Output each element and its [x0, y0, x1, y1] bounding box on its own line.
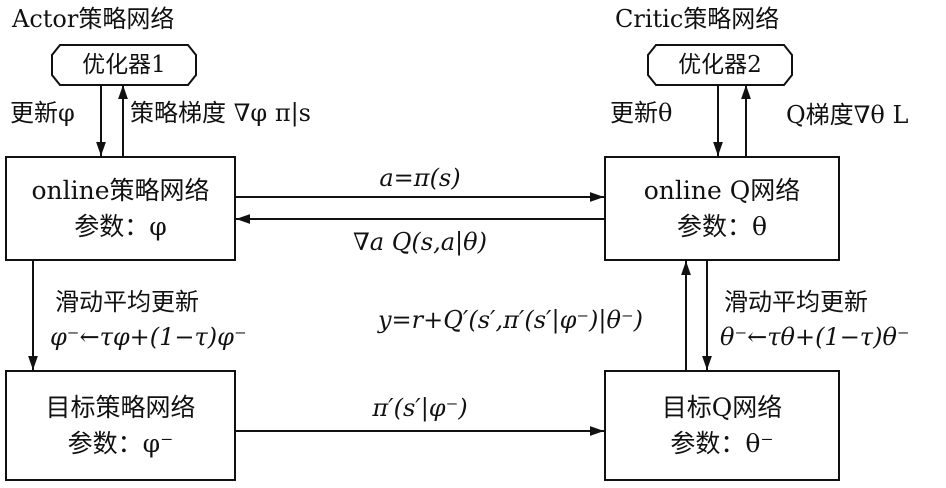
action-label: a=π(s) — [379, 164, 461, 192]
critic-title: Critic策略网络 — [615, 5, 780, 33]
target-policy-params: 参数：φ⁻ — [67, 429, 174, 458]
policy-gradient-label: 策略梯度 ∇φ π|s — [130, 99, 311, 127]
target-q-name: 目标Q网络 — [661, 393, 783, 422]
online-policy-network: online策略网络 参数：φ — [5, 156, 236, 261]
optimizer-1: 优化器1 — [82, 52, 166, 78]
target-q-params: 参数：θ⁻ — [670, 429, 774, 458]
target-policy-network: 目标策略网络 参数：φ⁻ — [5, 370, 236, 481]
target-y-label: y=r+Q′(s′,π′(s′|φ⁻)|θ⁻) — [378, 306, 643, 334]
online-q-name: online Q网络 — [643, 176, 801, 205]
online-policy-params: 参数：φ — [74, 212, 167, 241]
online-q-params: 参数：θ — [676, 212, 768, 241]
soft-update-policy-formula: φ⁻←τφ+(1−τ)φ⁻ — [50, 323, 247, 351]
optimizer-2-outline — [647, 44, 793, 86]
target-action-label: π′(s′|φ⁻) — [372, 394, 468, 422]
optimizer-1-outline — [51, 44, 197, 86]
soft-update-q-title: 滑动平均更新 — [724, 288, 868, 316]
update-theta-label: 更新θ — [610, 99, 673, 127]
actor-title: Actor策略网络 — [12, 5, 175, 33]
online-policy-name: online策略网络 — [31, 176, 210, 205]
soft-update-policy-title: 滑动平均更新 — [55, 288, 199, 316]
q-gradient-label: Q梯度∇θ L — [786, 101, 909, 129]
target-q-network: 目标Q网络 参数：θ⁻ — [604, 370, 840, 481]
target-policy-name: 目标策略网络 — [45, 393, 196, 422]
update-phi-label: 更新φ — [10, 99, 75, 127]
online-q-network: online Q网络 参数：θ — [604, 156, 840, 261]
optimizer-2: 优化器2 — [678, 52, 762, 78]
q-gradient-edge-label: ∇a Q(s,a|θ) — [353, 228, 487, 256]
soft-update-q-formula: θ⁻←τθ+(1−τ)θ⁻ — [720, 323, 910, 351]
